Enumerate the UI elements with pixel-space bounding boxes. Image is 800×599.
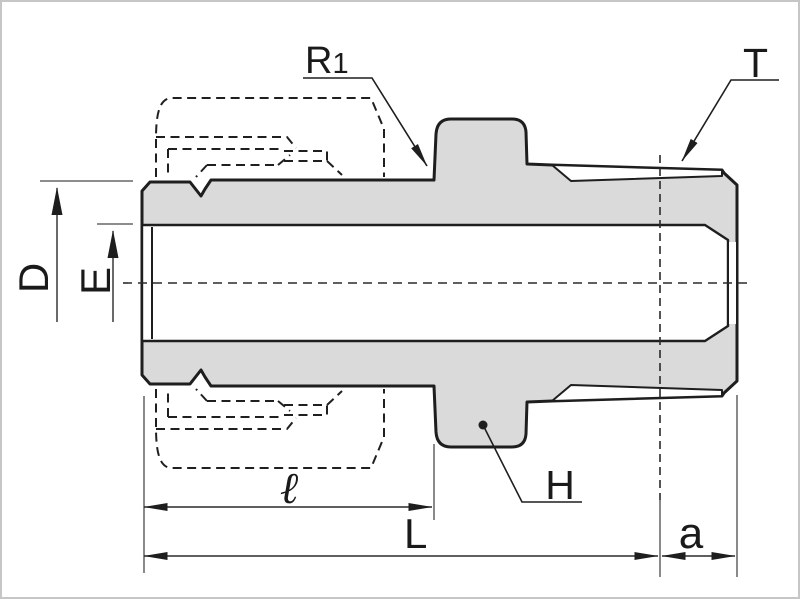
- callout-T: T: [681, 40, 779, 162]
- thread-profile-bottom: [551, 384, 723, 402]
- thread-profile-top: [551, 164, 723, 182]
- leader-H: [482, 424, 582, 503]
- callout-label-T: T: [743, 40, 768, 86]
- label-R: R: [305, 40, 332, 82]
- back-ferrule-top: [284, 150, 343, 176]
- callout-label-R1: R1: [305, 40, 349, 82]
- front-ferrule-top: [195, 154, 291, 178]
- nut-outline-top: [155, 97, 385, 177]
- callout-label-H: H: [545, 462, 575, 508]
- dim-label-D: D: [10, 263, 57, 293]
- nut-bore-line-top: [156, 136, 297, 149]
- bore-cavity: [140, 223, 730, 343]
- phantom-nut-bottom: [155, 388, 385, 469]
- dimension-D: D: [10, 180, 133, 322]
- callout-R1: R1: [303, 40, 428, 167]
- nut-bore-line-bottom: [156, 417, 297, 430]
- dimension-L: L: [143, 510, 659, 560]
- dim-label-E: E: [72, 267, 119, 295]
- dimension-ell: ℓ: [143, 396, 435, 573]
- nut-inner-line-bottom: [167, 389, 282, 418]
- dim-label-ell: ℓ: [280, 463, 299, 514]
- dimension-E: E: [72, 223, 133, 322]
- nut-outline-bottom: [155, 389, 385, 469]
- leader-R1: [303, 77, 428, 167]
- phantom-nut-top: [155, 97, 385, 178]
- back-ferrule-bottom: [284, 390, 343, 416]
- nut-inner-line-top: [167, 148, 282, 177]
- label-R-sub: 1: [332, 48, 348, 80]
- dimension-a: a: [661, 395, 738, 577]
- dim-label-L: L: [404, 510, 427, 557]
- bore-end-ring: [729, 242, 736, 324]
- dim-label-a: a: [679, 509, 704, 558]
- callout-H: H: [478, 420, 582, 508]
- leader-T: [681, 79, 779, 162]
- front-ferrule-bottom: [195, 388, 291, 412]
